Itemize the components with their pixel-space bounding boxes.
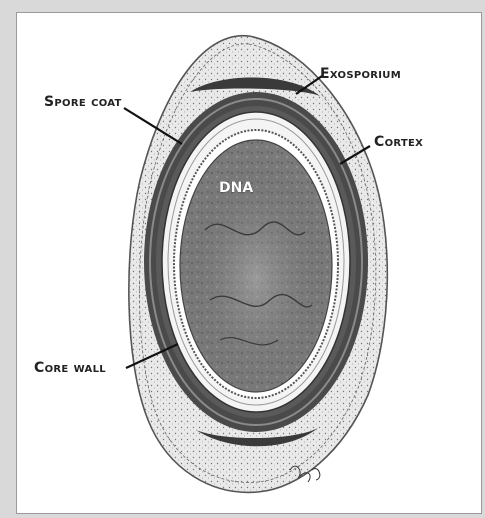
- cortex-label: Cortex: [374, 134, 423, 150]
- exosporium-label: Exosporium: [320, 66, 401, 82]
- core-wall-label: Core wall: [34, 360, 106, 376]
- spore-core: [180, 140, 332, 392]
- spore-coat-label: Spore coat: [44, 94, 122, 110]
- dna-label: DNA: [219, 180, 253, 196]
